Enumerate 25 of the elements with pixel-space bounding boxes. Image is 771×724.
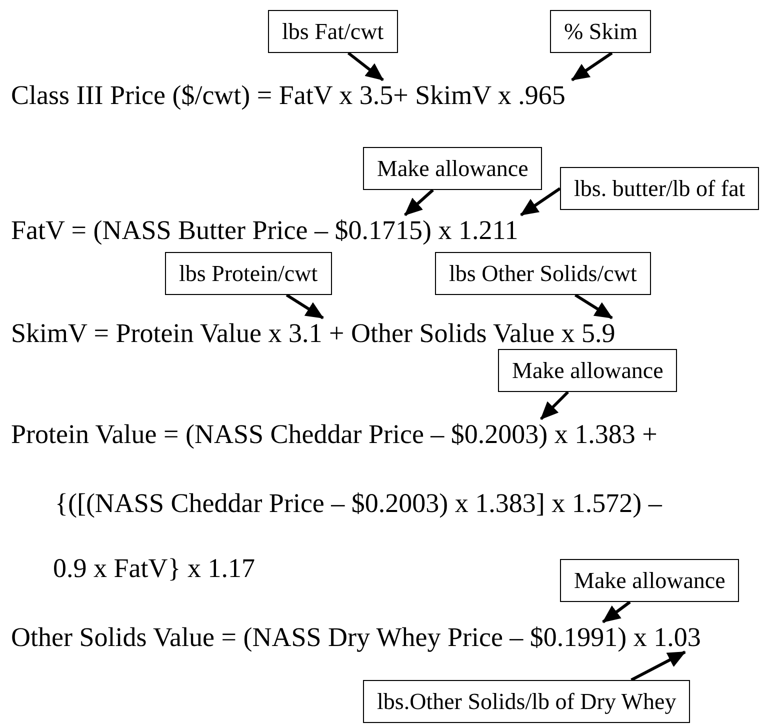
leader-arrow [286, 294, 324, 320]
callout-box: lbs Other Solids/cwt [435, 252, 651, 295]
formula-text: 0.9 x FatV} x 1.17 [53, 553, 255, 583]
callout-box: lbs Protein/cwt [165, 252, 332, 295]
formula-text: Protein Value = (NASS Cheddar Price – $0.2003) x 1.383 + [11, 419, 658, 449]
leader-arrow [347, 52, 384, 82]
formula-text: {([(NASS Cheddar Price – $0.2003) x 1.383] x 1.572) – [55, 488, 662, 518]
callout-box: Make allowance [498, 349, 678, 392]
callout-box: lbs Fat/cwt [268, 10, 398, 53]
formula-text: Other Solids Value = (NASS Dry Whey Price – $0.1991) x 1.03 [11, 622, 701, 652]
leader-arrow [602, 600, 631, 624]
leader-arrow [574, 294, 613, 320]
callout-box: Make allowance [560, 559, 740, 602]
leader-arrow [630, 650, 686, 682]
formula-text: SkimV = Protein Value x 3.1 + Other Solids Value x 5.9 [11, 318, 616, 348]
callout-box: lbs.Other Solids/lb of Dry Whey [363, 680, 690, 723]
callout-box: Make allowance [363, 147, 542, 190]
formula-text: FatV = (NASS Butter Price – $0.1715) x 1.211 [11, 215, 518, 245]
leader-arrow [520, 187, 561, 216]
leader-arrow [571, 52, 613, 82]
callout-box: lbs. butter/lb of fat [560, 167, 760, 210]
formula-text: Class III Price ($/cwt) = FatV x 3.5+ SkimV x .965 [11, 80, 566, 110]
leader-arrow [540, 390, 569, 420]
leader-arrow [404, 188, 434, 216]
callout-box: % Skim [550, 10, 652, 53]
